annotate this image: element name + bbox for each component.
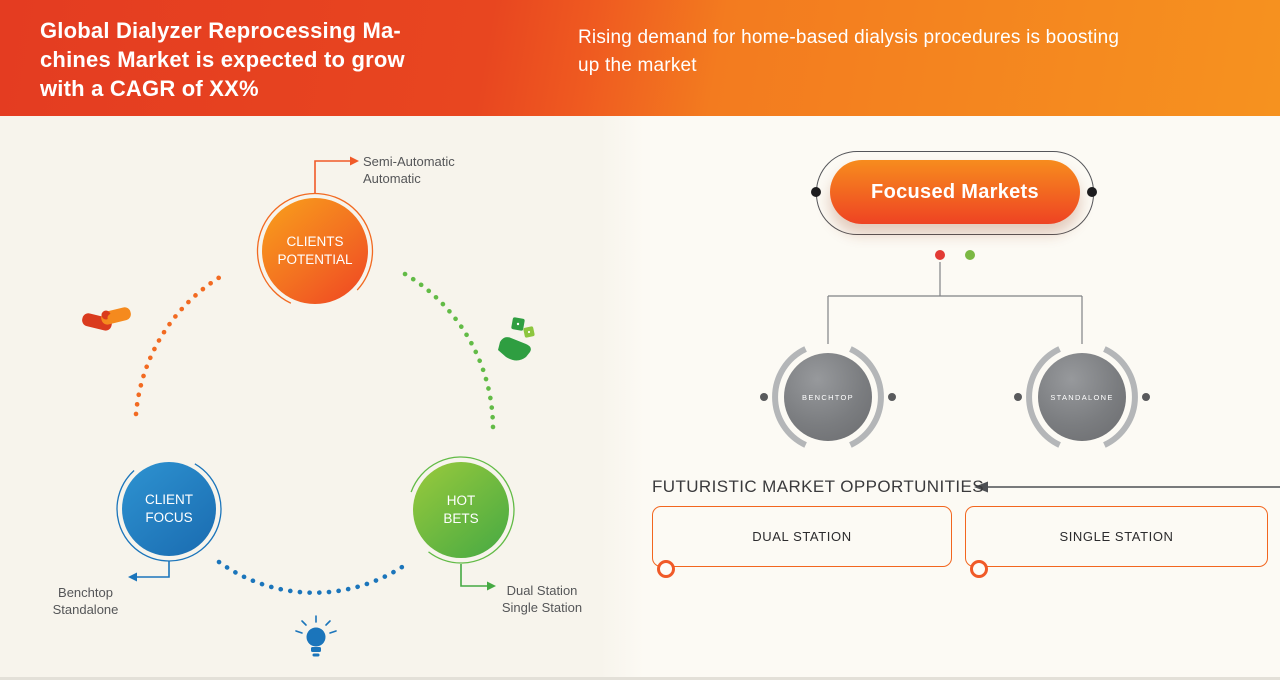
dual-station-label: DUAL STATION <box>752 529 852 544</box>
green-dot <box>965 250 975 260</box>
benchtop-side-dot-left <box>760 393 768 401</box>
page-title-line: chines Market is expected to grow <box>40 47 405 72</box>
futuristic-heading: FUTURISTIC MARKET OPPORTUNITIES <box>652 477 984 496</box>
semi-automatic-callout-line <box>314 156 359 193</box>
callout-line-text: Semi-Automatic <box>363 154 455 169</box>
client-focus-label: CLIENT <box>144 492 193 507</box>
header-subtitle-line: Rising demand for home-based dialysis pr… <box>578 27 1120 48</box>
benchtop-node: BENCHTOP <box>784 353 872 441</box>
standalone-node: STANDALONE <box>1038 353 1126 441</box>
standalone-side-dot-left <box>1014 393 1022 401</box>
hot-bets-node: HOT BETS <box>413 462 509 558</box>
single-station-label: SINGLE STATION <box>1059 529 1174 544</box>
outline-right-dot <box>1087 187 1097 197</box>
clients-potential-node: CLIENTS POTENTIAL <box>262 198 368 304</box>
focused-markets-pill: Focused Markets <box>830 160 1080 224</box>
single-station-corner-dot <box>970 560 988 578</box>
header-subtitle-line: up the market <box>578 55 697 76</box>
standalone-label: STANDALONE <box>1050 392 1114 402</box>
standalone-side-dot-right <box>1142 393 1150 401</box>
page-title-line: with a CAGR of XX% <box>40 76 259 101</box>
header-subtitle: Rising demand for home-based dialysis pr… <box>578 24 1119 80</box>
callout-line-text: Single Station <box>501 600 583 615</box>
callout-line-text: Benchtop <box>58 585 113 600</box>
clients-potential-label: POTENTIAL <box>277 252 353 267</box>
focused-markets-title: Focused Markets <box>871 180 1039 203</box>
hot-bets-label: HOT <box>446 493 476 508</box>
benchtop-side-dot-right <box>888 393 896 401</box>
header-banner: Global Dialyzer Reprocessing Ma- chines … <box>0 0 1280 116</box>
outline-left-dot <box>811 187 821 197</box>
dual-station-box: DUAL STATION <box>652 506 952 567</box>
handshake-icon <box>82 307 131 331</box>
callout-line-text: Dual Station <box>506 583 578 598</box>
footer-strip <box>0 677 1280 680</box>
clients-potential-label: CLIENTS <box>286 234 344 249</box>
client-focus-label: FOCUS <box>145 510 193 525</box>
page-title: Global Dialyzer Reprocessing Ma- chines … <box>40 16 405 103</box>
benchtop-standalone-callout: Benchtop Standalone <box>38 584 133 618</box>
money-hand-icon <box>498 317 535 361</box>
red-dot <box>935 250 945 260</box>
client-focus-node: CLIENT FOCUS <box>122 462 216 556</box>
page-title-line: Global Dialyzer Reprocessing Ma- <box>40 18 401 43</box>
lightbulb-icon <box>295 615 337 657</box>
semi-automatic-callout: Semi-Automatic Automatic <box>363 153 455 187</box>
blue-dotted-arc <box>216 559 411 595</box>
benchtop-standalone-callout-line <box>128 561 170 582</box>
green-dotted-arc <box>402 271 496 431</box>
callout-line-text: Standalone <box>52 602 119 617</box>
orange-dotted-arc <box>133 271 228 417</box>
dual-station-corner-dot <box>657 560 675 578</box>
single-station-box: SINGLE STATION <box>965 506 1268 567</box>
callout-line-text: Automatic <box>363 171 421 186</box>
hot-bets-label: BETS <box>443 511 479 526</box>
benchtop-label: BENCHTOP <box>802 392 854 402</box>
dual-single-callout: Dual Station Single Station <box>490 582 594 616</box>
